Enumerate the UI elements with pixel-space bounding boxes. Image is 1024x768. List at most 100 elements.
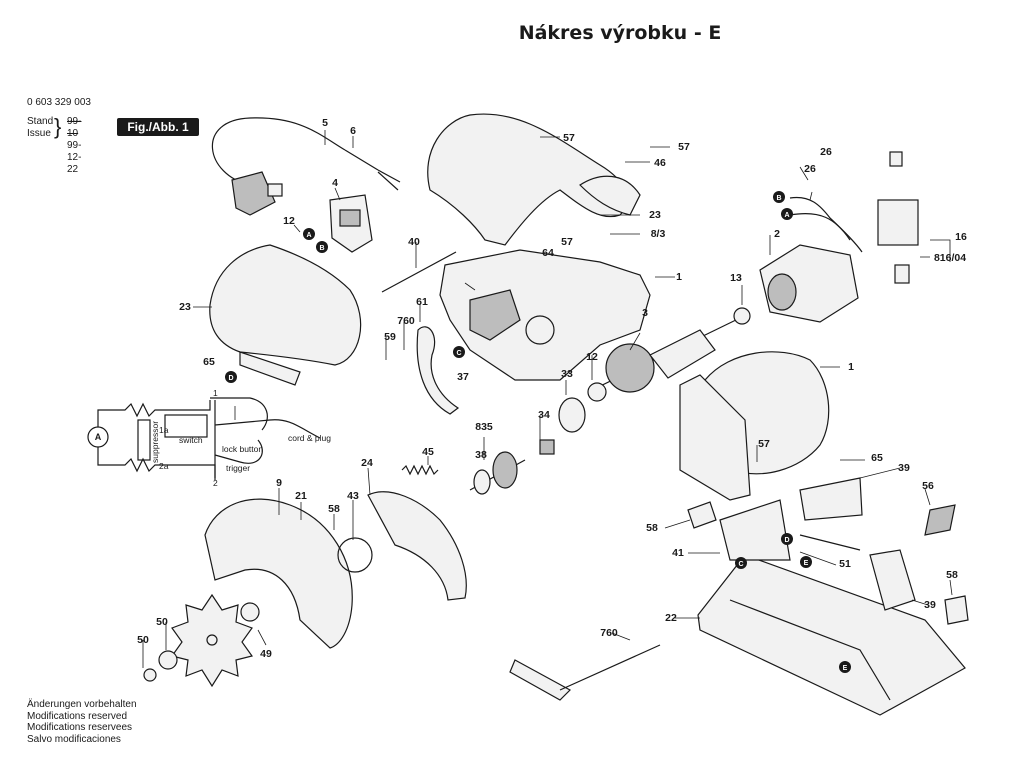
marker-label: A	[306, 232, 311, 239]
part-number: 37	[457, 371, 469, 383]
part-number: 51	[839, 558, 851, 570]
part-number: 23	[179, 301, 191, 313]
connection-markers: A B A B C D C D E E	[225, 191, 851, 673]
modifications-note: Änderungen vorbehalten Modifications res…	[27, 699, 137, 745]
suppressor-label: suppressor	[150, 421, 160, 463]
part-number: 4	[332, 177, 338, 189]
old-date: 99-10	[67, 116, 82, 139]
part-number: 6	[350, 125, 356, 137]
part-number: 760	[600, 627, 618, 639]
part-number: 58	[946, 569, 958, 581]
terminal-label: 2	[213, 478, 218, 488]
part-number: 38	[475, 449, 487, 461]
stand-issue-block: Stand Issue } 99-10 99-12-22	[27, 115, 81, 176]
part-number: 59	[384, 331, 396, 343]
gear-housing	[439, 249, 651, 381]
part-number: 41	[672, 547, 684, 559]
stand-label: Stand	[27, 116, 54, 127]
part-number: 1	[848, 361, 854, 373]
part-number: 64	[542, 247, 554, 259]
part-number: 50	[137, 634, 149, 646]
gear-shaft	[469, 451, 526, 495]
leader-lines	[142, 130, 953, 668]
cord-plug-label: cord & plug	[288, 433, 331, 443]
part-number: 16	[955, 231, 967, 243]
part-number: 40	[408, 236, 420, 248]
marker-label: A	[784, 212, 789, 219]
saw-blade	[170, 593, 254, 688]
part-number: 56	[922, 480, 934, 492]
part-number: 5	[322, 117, 328, 129]
page-title: Nákres výrobku - E	[518, 22, 722, 44]
part-number: 835	[475, 421, 493, 433]
marker-label: E	[843, 665, 848, 672]
armature	[587, 307, 751, 402]
part-number: 816/04	[934, 252, 966, 264]
wiring-schematic: A suppressor switch lock button trigger …	[87, 388, 331, 488]
trigger-label: trigger	[226, 463, 250, 473]
modifications-line: Modifications reservees	[27, 722, 133, 733]
issue-label: Issue	[27, 128, 51, 139]
part-number: 65	[871, 452, 883, 464]
terminal-label: 1a	[159, 425, 169, 435]
blade-guard	[204, 498, 353, 649]
part-number: 23	[649, 209, 661, 221]
part-number: 33	[561, 368, 573, 380]
terminal-label: 1	[213, 388, 218, 398]
part-number: 39	[898, 462, 910, 474]
part-number: 45	[422, 446, 434, 458]
part-number: 61	[416, 296, 428, 308]
part-number: 3	[642, 307, 648, 319]
part-number: 43	[347, 490, 359, 502]
part-number: 57	[563, 132, 575, 144]
document-number: 0 603 329 003	[27, 97, 91, 108]
switch-assembly	[329, 194, 373, 253]
part-number: 39	[924, 599, 936, 611]
part-numbers: 5 6 4 12 57 57 46 23 8/3 57 64 40 1 23 6…	[137, 117, 967, 660]
handle-housing-left	[209, 244, 362, 386]
part-number: 50	[156, 616, 168, 628]
motor-housing	[679, 351, 830, 501]
part-number: 9	[276, 477, 282, 489]
part-number: 58	[646, 522, 658, 534]
handle-housing-top	[427, 113, 641, 246]
part-number: 24	[361, 457, 373, 469]
marker-label: B	[776, 195, 781, 202]
marker-label: C	[738, 561, 743, 568]
part-number: 58	[328, 503, 340, 515]
part-number: 8/3	[651, 228, 666, 240]
marker-label: E	[804, 560, 809, 567]
part-number: 57	[758, 438, 770, 450]
figure-badge: Fig./Abb. 1	[117, 118, 199, 136]
marker-label: C	[456, 350, 461, 357]
field-winding	[759, 244, 859, 323]
part-number: 34	[538, 409, 550, 421]
modifications-line: Salvo modificaciones	[27, 733, 121, 745]
marker-label: B	[319, 245, 324, 252]
brace-icon: }	[54, 114, 62, 139]
part-number: 49	[260, 648, 272, 660]
part-number: 12	[283, 215, 295, 227]
part-number: 57	[561, 236, 573, 248]
lock-button-label: lock button	[222, 444, 263, 454]
modifications-line: Änderungen vorbehalten	[27, 699, 137, 710]
part-number: 760	[397, 315, 415, 327]
marker-label: D	[228, 375, 233, 382]
part-number: 65	[203, 356, 215, 368]
issue-date: 99-12-22	[67, 140, 82, 175]
terminal-label: 2a	[159, 461, 169, 471]
part-number: 21	[295, 490, 307, 502]
base-plate	[697, 554, 966, 716]
part-number: 57	[678, 141, 690, 153]
modifications-line: Modifications reserved	[27, 710, 128, 722]
part-number: 2	[774, 228, 780, 240]
part-number: 12	[586, 351, 598, 363]
part-number: 1	[676, 271, 682, 283]
part-number: 22	[665, 612, 677, 624]
power-cord	[211, 117, 401, 216]
switch-label: switch	[179, 435, 203, 445]
parallel-guide	[509, 644, 661, 701]
part-number: 26	[804, 163, 816, 175]
brush-holder	[877, 151, 919, 284]
